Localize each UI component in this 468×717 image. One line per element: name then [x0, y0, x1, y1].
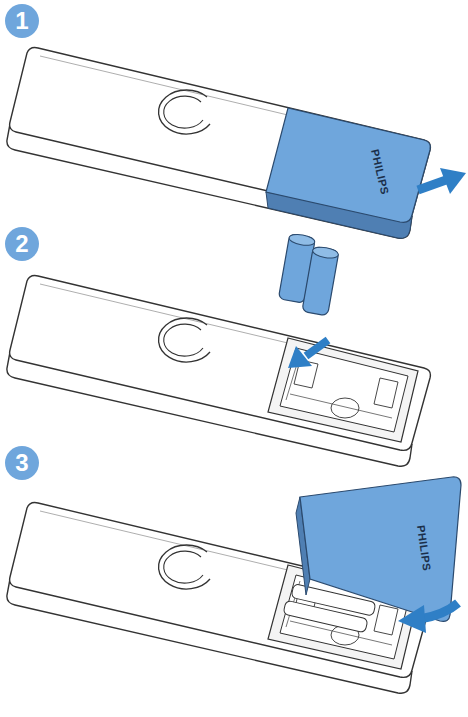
callout-number: 3: [5, 446, 39, 480]
callout-number: 2: [5, 227, 39, 261]
callout-number: 1: [5, 4, 39, 38]
